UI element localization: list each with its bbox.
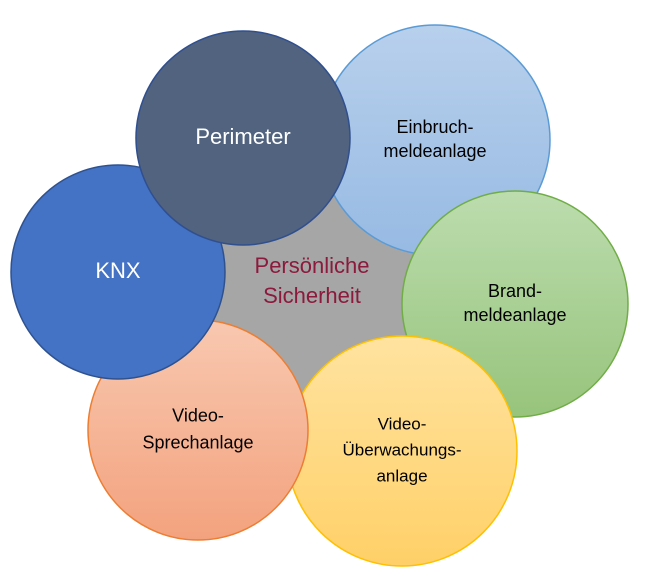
label-line: Sicherheit bbox=[263, 283, 361, 308]
label-line: anlage bbox=[376, 466, 427, 485]
node-label-knx: KNX bbox=[95, 258, 141, 283]
node-circle-perimeter bbox=[135, 30, 351, 246]
node-video-ueberwachung: Video- Überwachungs-anlage bbox=[286, 335, 518, 567]
label-line: meldeanlage bbox=[383, 141, 486, 161]
node-label-perimeter: Perimeter bbox=[195, 124, 290, 149]
node-perimeter: Perimeter bbox=[135, 30, 351, 246]
label-line: Überwachungs- bbox=[342, 440, 461, 459]
label-line: Perimeter bbox=[195, 124, 290, 149]
node-label-brand: Brand-meldeanlage bbox=[463, 281, 566, 325]
label-line: Video- bbox=[378, 414, 427, 433]
label-line: Brand- bbox=[488, 281, 542, 301]
label-line: KNX bbox=[95, 258, 141, 283]
node-label-video-ueberwachung: Video- Überwachungs-anlage bbox=[342, 414, 461, 485]
label-line: Einbruch- bbox=[396, 117, 473, 137]
label-line: meldeanlage bbox=[463, 305, 566, 325]
label-line: Sprechanlage bbox=[142, 432, 253, 452]
label-line: Persönliche bbox=[255, 253, 370, 278]
label-line: Video- bbox=[172, 405, 224, 425]
node-label-einbruch: Einbruch-meldeanlage bbox=[383, 117, 486, 161]
node-label-video-sprech: Video- Sprechanlage bbox=[142, 405, 253, 452]
